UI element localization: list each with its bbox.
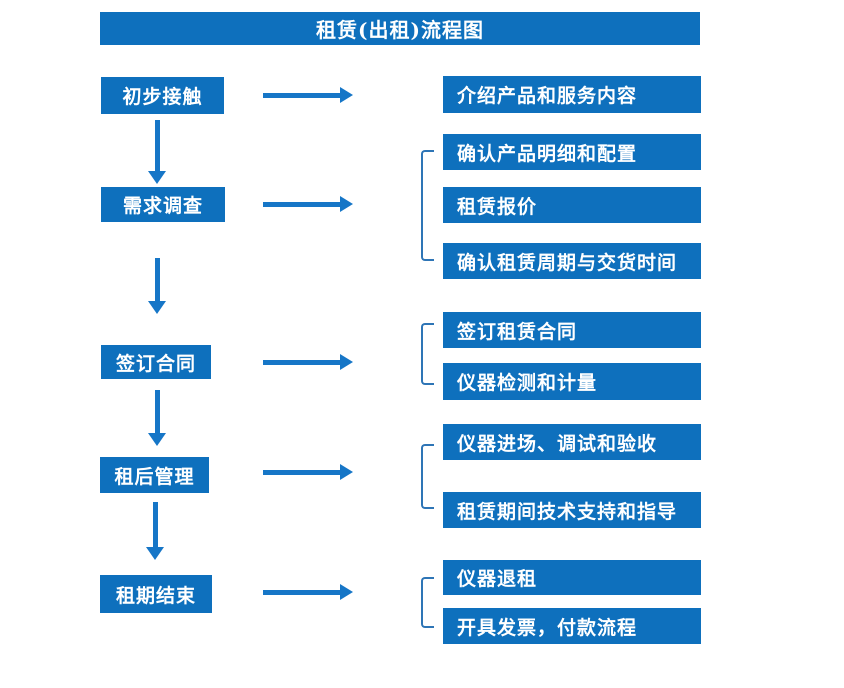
right-arrow-shaft — [263, 92, 340, 98]
down-arrow-icon — [148, 258, 166, 314]
right-arrow-shaft — [263, 201, 340, 207]
right-arrow-icon — [263, 196, 353, 212]
right-arrow-head — [340, 196, 353, 212]
down-arrow-shaft — [154, 390, 160, 433]
flowchart-title: 租赁(出租)流程图 — [100, 12, 700, 45]
right-arrow-head — [340, 464, 353, 480]
right-arrow-head — [340, 354, 353, 370]
group-bracket — [421, 150, 434, 261]
down-arrow-shaft — [154, 120, 160, 171]
right-arrow-head — [340, 584, 353, 600]
stage-box-rent-end: 租期结束 — [100, 575, 212, 613]
stage-box-initial-contact: 初步接触 — [101, 77, 224, 114]
detail-box: 介绍产品和服务内容 — [443, 76, 701, 113]
detail-box: 签订租赁合同 — [443, 312, 701, 348]
stage-box-demand-survey: 需求调查 — [101, 187, 225, 222]
down-arrow-shaft — [152, 502, 158, 547]
detail-box: 租赁期间技术支持和指导 — [443, 492, 701, 528]
group-bracket — [421, 323, 434, 385]
right-arrow-icon — [263, 87, 353, 103]
down-arrow-shaft — [154, 258, 160, 301]
stage-box-sign-contract: 签订合同 — [101, 345, 211, 379]
detail-box: 确认产品明细和配置 — [443, 134, 701, 170]
detail-box: 确认租赁周期与交货时间 — [443, 243, 701, 279]
down-arrow-icon — [148, 120, 166, 184]
right-arrow-shaft — [263, 469, 340, 475]
detail-box: 租赁报价 — [443, 187, 701, 223]
right-arrow-shaft — [263, 589, 340, 595]
detail-box: 仪器检测和计量 — [443, 363, 701, 400]
group-bracket — [421, 444, 434, 509]
right-arrow-shaft — [263, 359, 340, 365]
down-arrow-icon — [148, 390, 166, 446]
right-arrow-head — [340, 87, 353, 103]
right-arrow-icon — [263, 464, 353, 480]
detail-box: 开具发票，付款流程 — [443, 608, 701, 644]
right-arrow-icon — [263, 584, 353, 600]
stage-box-post-rent-management: 租后管理 — [100, 457, 209, 493]
right-arrow-icon — [263, 354, 353, 370]
detail-box: 仪器进场、调试和验收 — [443, 424, 701, 460]
down-arrow-icon — [146, 502, 164, 560]
detail-box: 仪器退租 — [443, 560, 701, 595]
group-bracket — [421, 577, 434, 628]
down-arrow-head — [148, 433, 166, 446]
down-arrow-head — [148, 171, 166, 184]
down-arrow-head — [148, 301, 166, 314]
down-arrow-head — [146, 547, 164, 560]
